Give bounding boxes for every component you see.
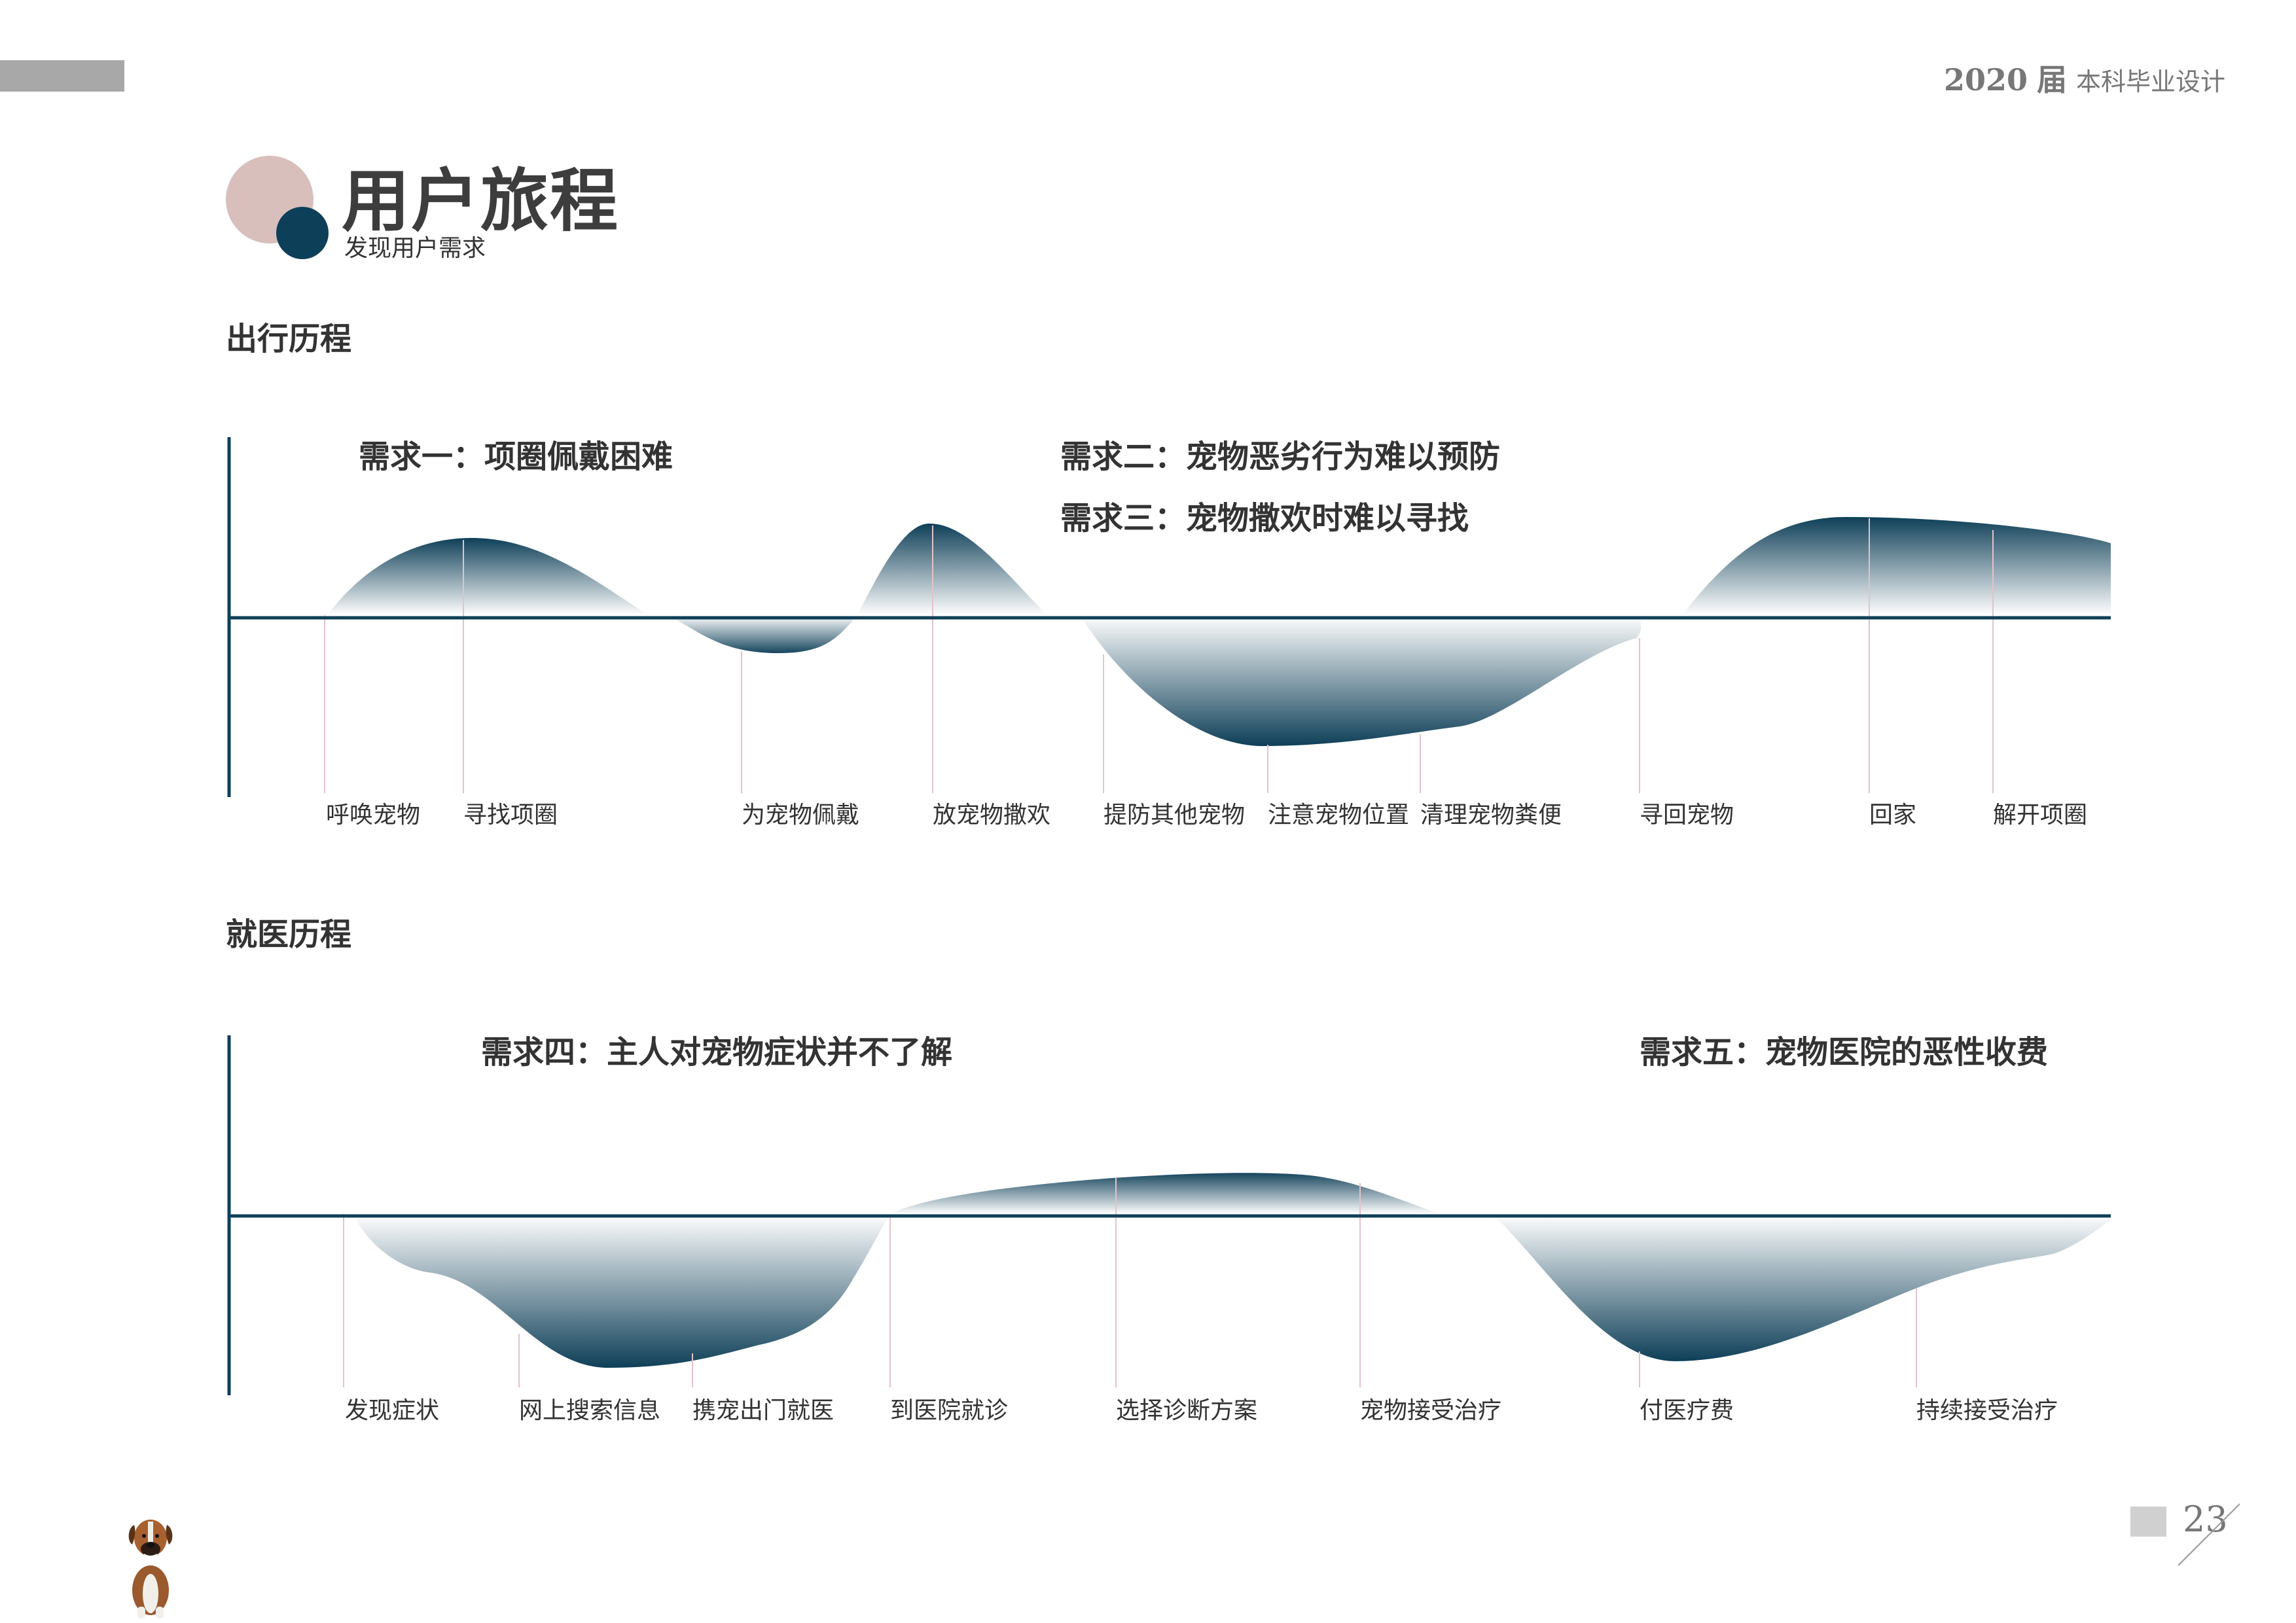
step-travel-8: 寻回宠物 <box>1640 802 1734 829</box>
corner-bar <box>0 60 124 92</box>
step-travel-9: 回家 <box>1869 802 1917 829</box>
step-travel-1: 呼唤宠物 <box>326 802 421 829</box>
step-travel-4: 放宠物撒欢 <box>933 802 1051 829</box>
step-travel-5: 提防其他宠物 <box>1103 802 1246 829</box>
step-travel-3: 为宠物佩戴 <box>742 802 860 829</box>
header-jie: 届 <box>2036 62 2067 98</box>
page-number-box <box>2130 1507 2166 1537</box>
travel-journey-chart <box>227 437 2111 797</box>
travel-curve-dip-1 <box>668 615 857 653</box>
page-subtitle: 发现用户需求 <box>344 235 486 262</box>
travel-curve-dip-2 <box>1080 615 1641 746</box>
step-travel-7: 清理宠物粪便 <box>1420 802 1562 829</box>
section-title-medical: 就医历程 <box>226 916 352 953</box>
need-2: 需求二：宠物恶劣行为难以预防 <box>1060 438 1501 475</box>
header-right-text: 本科毕业设计 <box>2075 67 2225 96</box>
title-circle-navy <box>276 207 329 259</box>
travel-curve-hump-1 <box>327 538 648 615</box>
travel-curve <box>327 517 2111 746</box>
boxer-dog-icon <box>128 1520 173 1618</box>
step-medical-1: 发现症状 <box>345 1397 440 1424</box>
page-title: 用户旅程 <box>342 160 620 241</box>
need-4: 需求四：主人对宠物症状并不了解 <box>481 1034 953 1071</box>
page-number: 23 <box>2183 1499 2228 1540</box>
header-year: 2020 <box>1943 62 2028 98</box>
need-1: 需求一：项圈佩戴困难 <box>359 438 673 475</box>
step-medical-3: 携宠出门就医 <box>692 1397 834 1424</box>
step-medical-4: 到医院就诊 <box>890 1397 1009 1424</box>
step-travel-10: 解开项圈 <box>1993 802 2088 829</box>
travel-curve-plateau <box>1682 517 2111 615</box>
medical-journey-chart <box>227 1035 2111 1395</box>
need-3: 需求三：宠物撒欢时难以寻找 <box>1060 500 1469 537</box>
header-graduation-label: 2020 届 本科毕业设计 <box>1944 56 2225 99</box>
step-medical-6: 宠物接受治疗 <box>1360 1397 1502 1424</box>
step-travel-6: 注意宠物位置 <box>1268 802 1410 829</box>
step-medical-7: 付医疗费 <box>1640 1397 1734 1424</box>
medical-curve <box>353 1173 2111 1368</box>
step-medical-2: 网上搜索信息 <box>519 1397 661 1424</box>
page-number-slash <box>2178 1503 2240 1566</box>
medical-curve-hump <box>890 1173 1440 1214</box>
step-medical-5: 选择诊断方案 <box>1116 1397 1258 1424</box>
step-travel-2: 寻找项圈 <box>463 802 558 829</box>
medical-curve-dip-1 <box>353 1214 890 1368</box>
travel-curve-hump-2 <box>857 524 1047 615</box>
medical-curve-dip-2 <box>1492 1214 2111 1361</box>
section-title-travel: 出行历程 <box>226 321 352 357</box>
step-medical-8: 持续接受治疗 <box>1916 1397 2058 1424</box>
travel-guide-lines <box>324 518 1994 793</box>
need-5: 需求五：宠物医院的恶性收费 <box>1640 1034 2049 1071</box>
